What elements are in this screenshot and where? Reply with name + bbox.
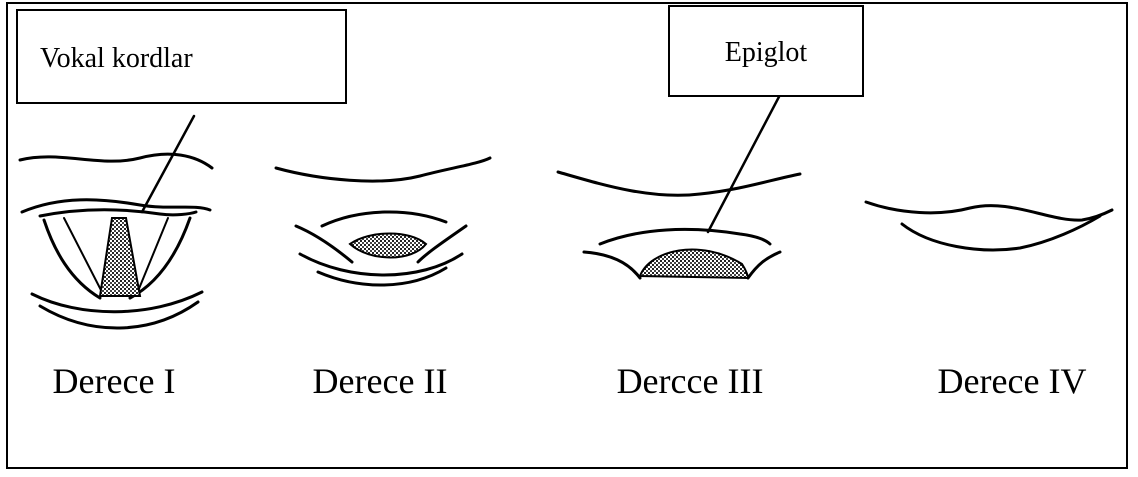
grade-3-label: Dercce III (617, 363, 764, 399)
grade-2-drawing (276, 158, 490, 285)
grade-3-upper-fold (558, 172, 800, 195)
grade-1-pointer (142, 116, 194, 212)
grade-3-glottis (640, 249, 748, 278)
vocal-cords-label: Vokal kordlar (18, 45, 345, 73)
epiglottis-label: Epiglot (670, 39, 862, 67)
grade-1-right-cord (136, 218, 168, 296)
grade-1-glottis (100, 218, 140, 296)
grade-2-epiglottis-arch (322, 212, 446, 226)
grade-1-drawing (20, 116, 212, 328)
epiglottis-callout: Epiglot (668, 5, 864, 97)
grade-3-right-fold (748, 252, 780, 278)
grade-3-left-fold (584, 252, 640, 278)
grade-2-glottis (350, 234, 426, 258)
grade-4-drawing (866, 202, 1112, 250)
vocal-cords-callout: Vokal kordlar (16, 9, 347, 104)
grade-1-inner-arch (40, 210, 196, 216)
grade-2-upper-fold (276, 158, 490, 181)
grade-3-drawing (558, 72, 800, 278)
grade-4-label: Derece IV (938, 363, 1087, 399)
grade-4-upper-edge (866, 202, 1112, 220)
grade-2-label: Derece II (313, 363, 448, 399)
grade-1-label: Derece I (53, 363, 176, 399)
grade-1-upper-fold (20, 154, 212, 168)
grade-3-arch (600, 229, 770, 244)
